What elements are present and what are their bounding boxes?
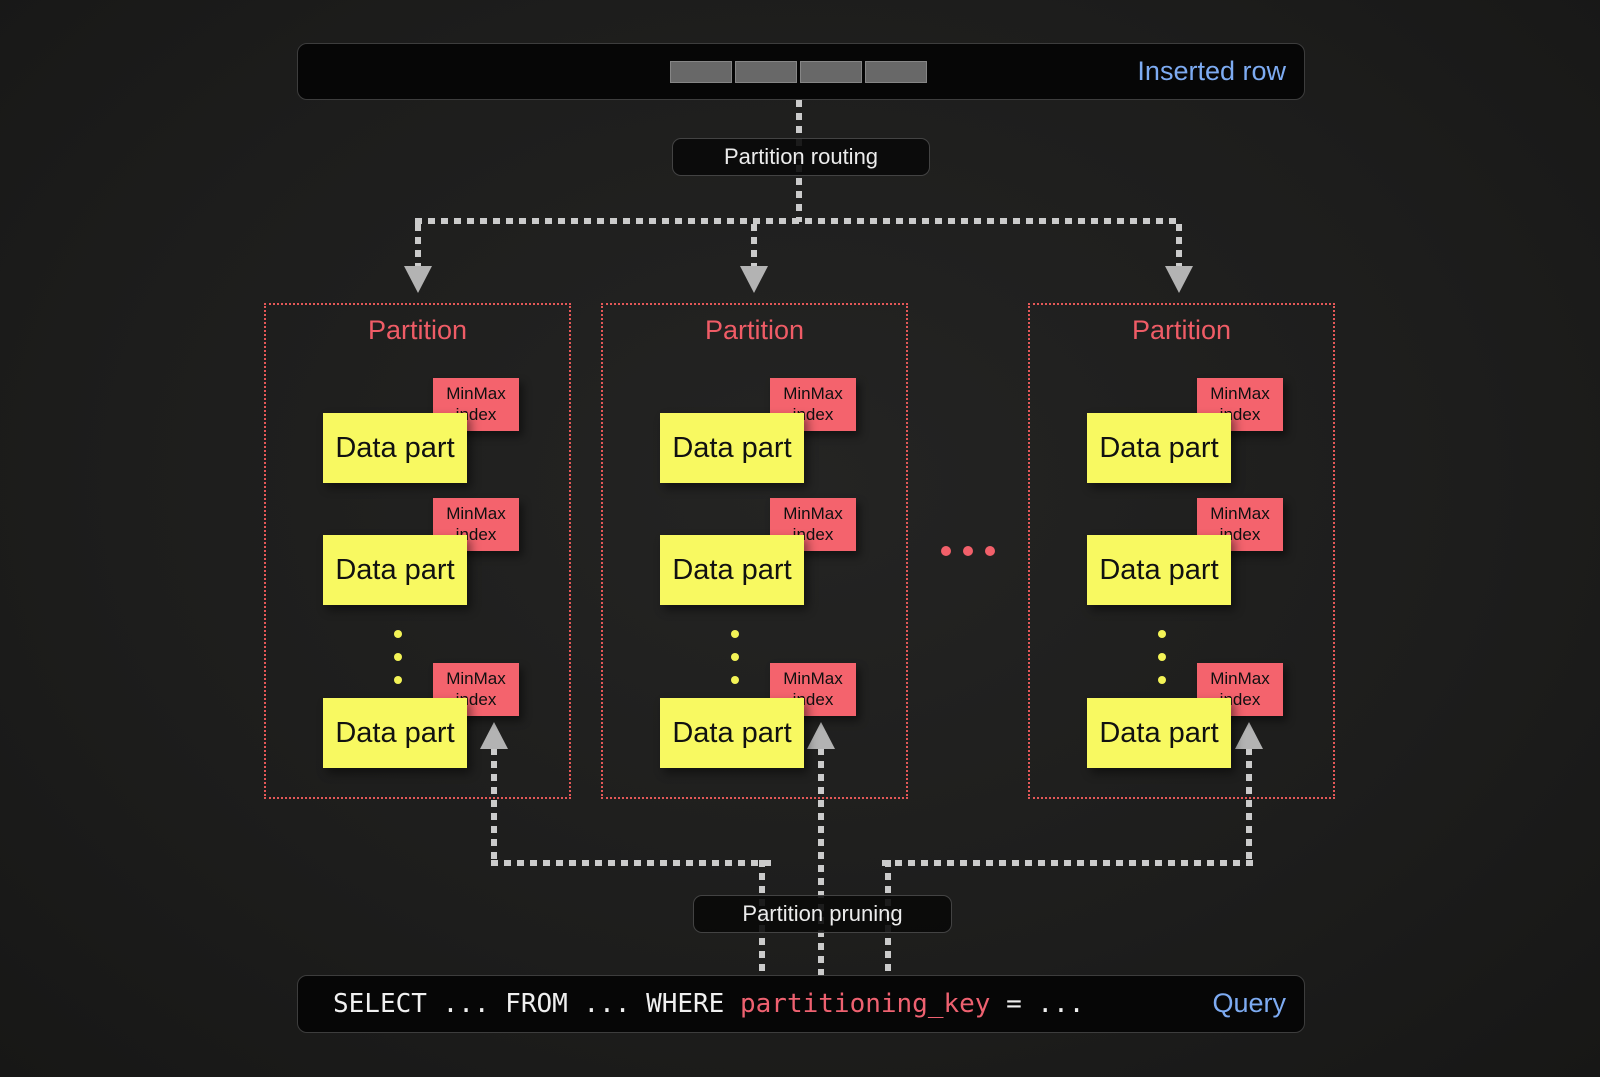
- arrow-up-icon: [1235, 722, 1263, 749]
- row-cell: [670, 61, 732, 83]
- connector-prune-left-up: [491, 748, 497, 862]
- horizontal-ellipsis-icon: [941, 546, 995, 556]
- connector-prune-right-horizontal: [882, 860, 1253, 866]
- partition-box-1: Partition MinMax index Data part MinMax …: [264, 303, 571, 799]
- connector-branch-right: [1176, 224, 1182, 268]
- sql-before: SELECT ... FROM ... WHERE: [333, 989, 740, 1019]
- connector-branch-left: [415, 224, 421, 268]
- row-cell: [865, 61, 927, 83]
- connector-routing-horizontal: [415, 218, 1182, 224]
- arrow-down-icon: [404, 266, 432, 293]
- inserted-row-bar: Inserted row: [297, 43, 1305, 100]
- data-part-box: Data part: [1087, 698, 1231, 768]
- row-cell: [800, 61, 862, 83]
- connector-branch-middle: [751, 224, 757, 268]
- connector-prune-middle: [818, 748, 824, 975]
- inserted-row-label: Inserted row: [1137, 56, 1286, 86]
- partition-title: Partition: [1131, 315, 1232, 345]
- data-part-box: Data part: [660, 413, 804, 483]
- data-part-box: Data part: [1087, 413, 1231, 483]
- query-label: Query: [1212, 988, 1286, 1018]
- sql-after: = ...: [990, 989, 1085, 1019]
- query-bar: SELECT ... FROM ... WHERE partitioning_k…: [297, 975, 1305, 1033]
- arrow-up-icon: [807, 722, 835, 749]
- sql-text: SELECT ... FROM ... WHERE partitioning_k…: [333, 976, 1084, 1032]
- partition-box-3: Partition MinMax index Data part MinMax …: [1028, 303, 1335, 799]
- data-part-box: Data part: [323, 698, 467, 768]
- arrow-up-icon: [480, 722, 508, 749]
- arrow-down-icon: [740, 266, 768, 293]
- vertical-ellipsis-icon: [394, 630, 402, 699]
- partition-title: Partition: [704, 315, 805, 345]
- partition-box-2: Partition MinMax index Data part MinMax …: [601, 303, 908, 799]
- sql-partitioning-key: partitioning_key: [740, 989, 991, 1019]
- arrow-down-icon: [1165, 266, 1193, 293]
- data-part-box: Data part: [323, 535, 467, 605]
- data-part-box: Data part: [1087, 535, 1231, 605]
- connector-prune-right-up: [1246, 748, 1252, 862]
- connector-prune-left-horizontal: [491, 860, 771, 866]
- data-part-box: Data part: [660, 698, 804, 768]
- partition-title: Partition: [367, 315, 468, 345]
- minmax-index-label: MinMax index: [1210, 384, 1270, 424]
- partition-pruning-label: Partition pruning: [693, 895, 952, 933]
- data-part-box: Data part: [660, 535, 804, 605]
- row-cell: [735, 61, 797, 83]
- data-part-box: Data part: [323, 413, 467, 483]
- partition-routing-label: Partition routing: [672, 138, 930, 176]
- vertical-ellipsis-icon: [731, 630, 739, 699]
- vertical-ellipsis-icon: [1158, 630, 1166, 699]
- row-cells: [670, 61, 927, 83]
